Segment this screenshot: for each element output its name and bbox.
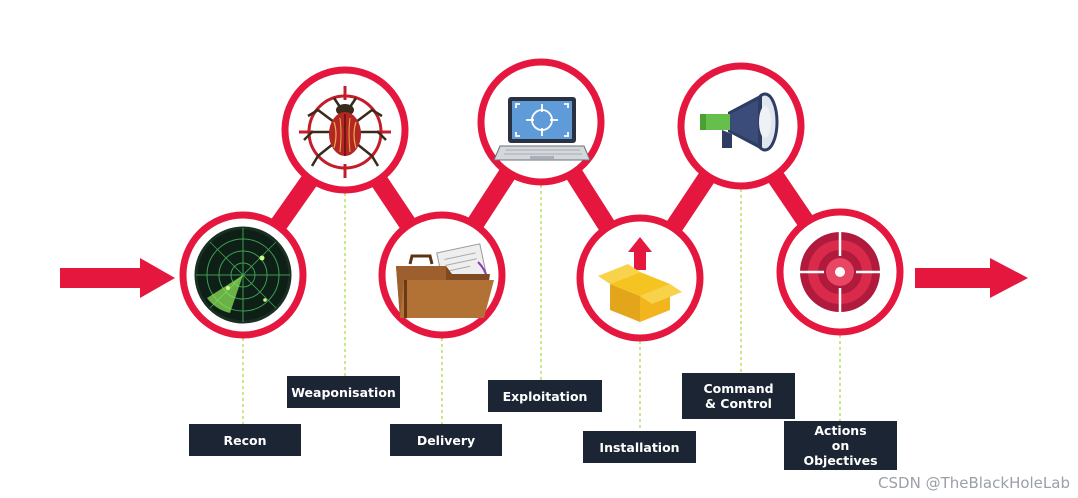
target-icon bbox=[800, 232, 880, 312]
label-delivery: Delivery bbox=[390, 424, 502, 456]
input-arrow bbox=[60, 258, 175, 298]
output-arrow bbox=[915, 258, 1028, 298]
laptop-target-icon bbox=[493, 97, 591, 161]
label-actions: Actions on Objectives bbox=[784, 421, 897, 470]
megaphone-icon bbox=[700, 92, 779, 152]
watermark: CSDN @TheBlackHoleLab bbox=[878, 474, 1070, 492]
bug-target-icon bbox=[299, 86, 391, 178]
radar-icon bbox=[194, 226, 292, 324]
label-exploitation: Exploitation bbox=[488, 380, 602, 412]
label-command-control: Command & Control bbox=[682, 373, 795, 419]
label-weaponisation: Weaponisation bbox=[287, 376, 400, 408]
label-installation: Installation bbox=[583, 431, 696, 463]
briefcase-icon bbox=[396, 243, 494, 318]
label-recon: Recon bbox=[189, 424, 301, 456]
leader-lines bbox=[242, 185, 841, 432]
box-upload-icon bbox=[598, 237, 682, 322]
